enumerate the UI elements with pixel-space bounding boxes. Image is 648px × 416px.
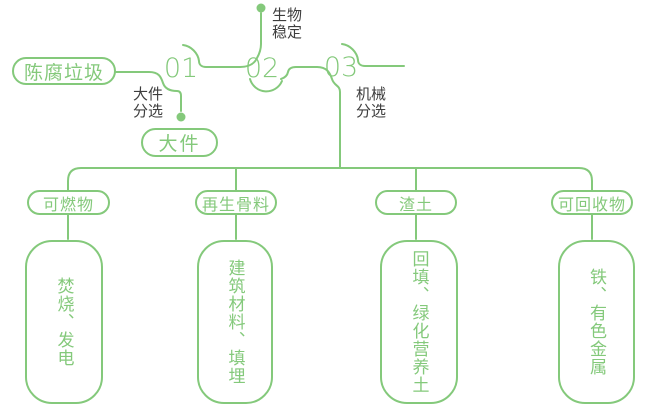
branch1-result-text: 焚烧、发电 [54, 277, 74, 367]
branch3-result-box: 回填、绿化营养土 [380, 240, 458, 404]
branch2-result-text: 建筑材料、填埋 [225, 259, 245, 385]
branch4-category: 可回收物 [551, 190, 633, 215]
step2-label: 生物 稳定 [272, 7, 303, 41]
source-label: 陈腐垃圾 [23, 62, 104, 84]
dot-bulky [176, 112, 186, 122]
step3-label: 机械 分选 [356, 86, 387, 120]
branch1-result-box: 焚烧、发电 [25, 240, 103, 404]
branch3-category: 渣土 [375, 190, 457, 215]
step1-number: 01 [163, 53, 199, 84]
step1-label: 大件 分选 [133, 86, 164, 120]
branch2-result-box: 建筑材料、填埋 [197, 240, 273, 404]
branch4-result-text: 铁、有色金属 [587, 268, 606, 376]
step3-number: 03 [323, 52, 359, 83]
line-step2-up [239, 12, 262, 68]
bulky-label: 大件 [158, 134, 201, 155]
line-step2-to-step3 [280, 66, 318, 80]
arc-step3 [341, 43, 405, 67]
dot-bio [256, 3, 266, 13]
distribution-bar [67, 167, 593, 192]
bulky-node: 大件 [141, 128, 218, 157]
arc-step1 [182, 44, 241, 68]
branch1-category: 可燃物 [27, 190, 110, 215]
line-step3-down [316, 66, 341, 169]
branch3-result-text: 回填、绿化营养土 [409, 250, 429, 394]
source-node: 陈腐垃圾 [12, 57, 116, 85]
step2-number: 02 [244, 53, 280, 84]
arc-step2 [249, 78, 283, 93]
branch2-category: 再生骨料 [195, 190, 277, 215]
branch4-result-box: 铁、有色金属 [558, 240, 635, 404]
line-source-to-step1 [115, 71, 182, 112]
